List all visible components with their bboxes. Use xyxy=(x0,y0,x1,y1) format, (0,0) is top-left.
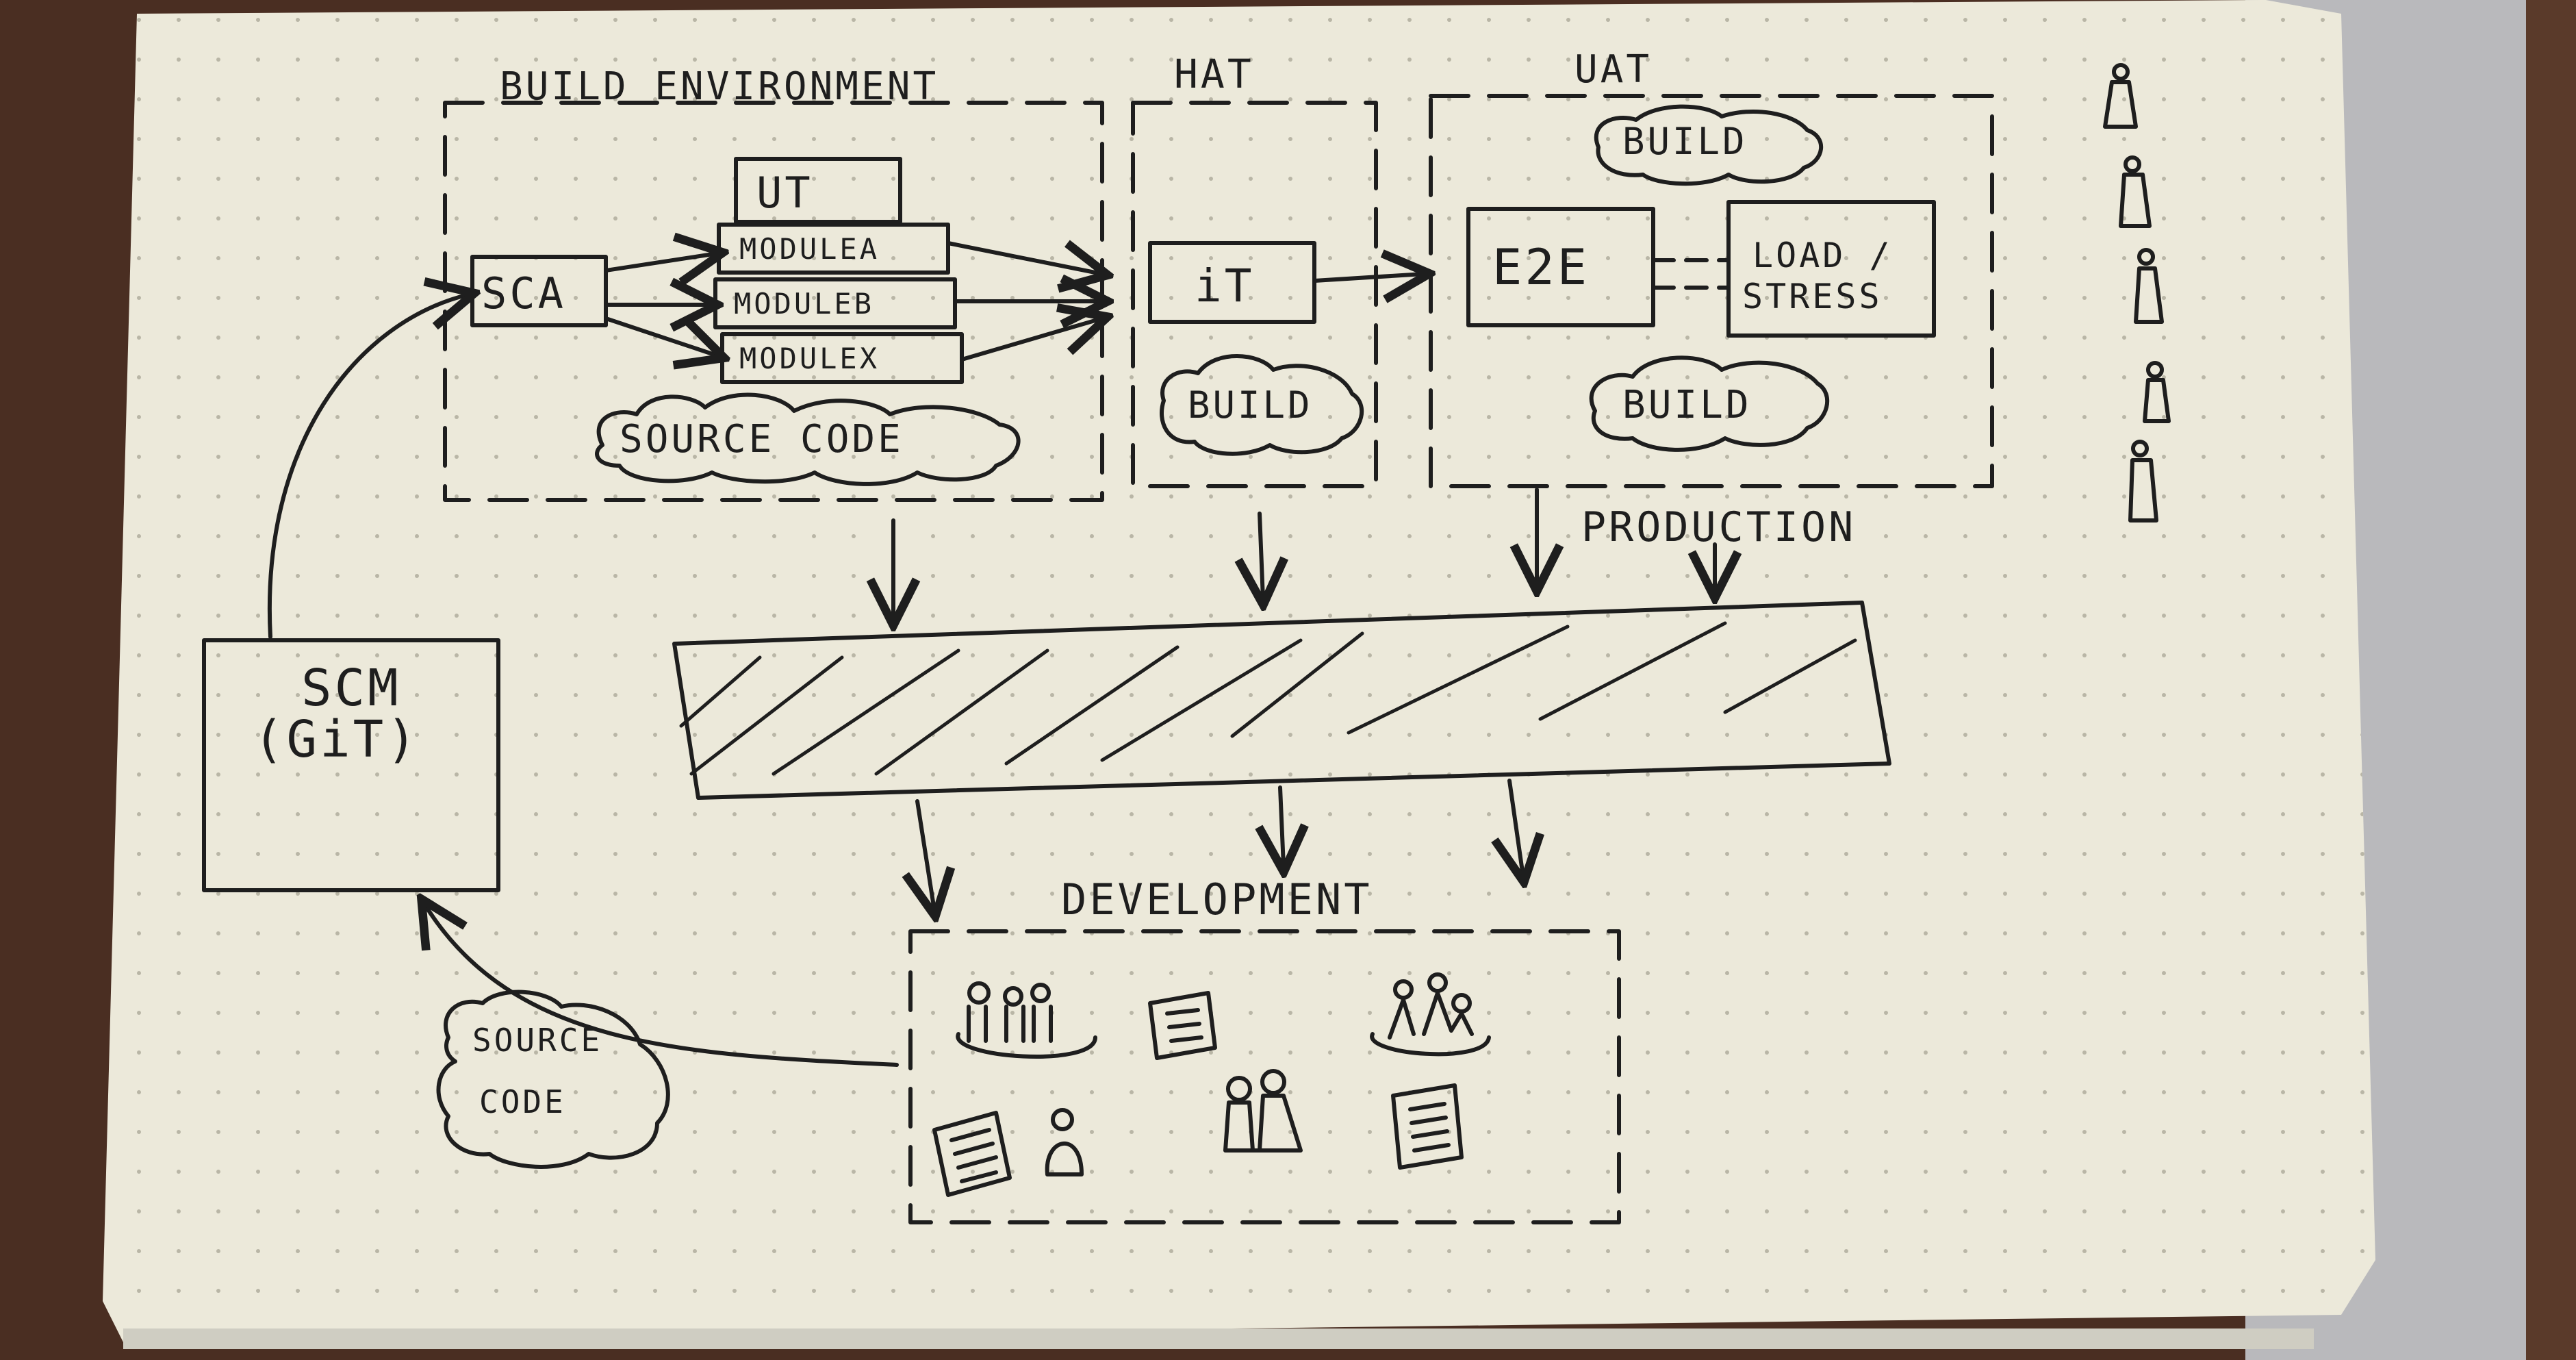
code-bottom-label: CODE xyxy=(479,1083,566,1120)
scm-label: SCM xyxy=(301,659,401,718)
cloud-build-uat-bottom xyxy=(1589,355,1830,452)
ut-box xyxy=(734,157,902,224)
e2e-box xyxy=(1466,207,1655,327)
label-hat: HAT xyxy=(1174,51,1254,97)
it-label: iT xyxy=(1195,260,1254,312)
label-development: DEVELOPMENT xyxy=(1061,874,1373,924)
label-uat: UAT xyxy=(1574,47,1652,92)
person-icon xyxy=(2143,361,2171,423)
build-environment-zone xyxy=(443,101,1104,502)
production-bar xyxy=(672,601,1891,800)
build-uat-bottom-label: BUILD xyxy=(1622,383,1752,427)
cloud-source-code-top xyxy=(595,392,1021,486)
sca-label: SCA xyxy=(481,268,566,318)
load-label: LOAD / xyxy=(1752,236,1893,275)
document-icon xyxy=(1391,1083,1464,1170)
person-icon xyxy=(2128,440,2158,522)
person-icon xyxy=(2134,248,2164,324)
scm-box xyxy=(202,638,500,892)
person-icon xyxy=(2103,63,2138,129)
person-icon xyxy=(2119,155,2152,228)
build-hat-label: BUILD xyxy=(1188,383,1313,427)
module-b-label: MODULEB xyxy=(734,287,874,320)
cloud-build-uat-top xyxy=(1594,104,1823,186)
pair-icon xyxy=(1223,1069,1303,1153)
label-build-environment: BUILD ENVIRONMENT xyxy=(500,64,939,109)
e2e-label: E2E xyxy=(1492,238,1590,296)
cloud-build-hat xyxy=(1160,354,1364,456)
document-icon xyxy=(1148,991,1217,1060)
development-zone xyxy=(908,929,1621,1224)
group-icon xyxy=(1370,972,1491,1057)
ut-label: UT xyxy=(756,168,813,218)
person-icon xyxy=(1045,1108,1084,1176)
stress-label: STRESS xyxy=(1742,277,1883,316)
hat-zone xyxy=(1131,101,1378,488)
cloud-source-code-bottom xyxy=(436,990,670,1169)
group-icon xyxy=(956,981,1097,1059)
module-a-label: MODULEA xyxy=(739,232,880,266)
module-x-label: MODULEX xyxy=(739,342,880,375)
production-hatching xyxy=(679,621,1857,776)
build-uat-top-label: BUILD xyxy=(1622,120,1748,163)
load-stress-box xyxy=(1726,200,1936,338)
source-code-top-label: SOURCE CODE xyxy=(620,417,904,462)
label-production: PRODUCTION xyxy=(1581,503,1856,551)
document-icon xyxy=(932,1111,1012,1197)
git-label: (GiT) xyxy=(253,710,420,769)
source-bottom-label: SOURCE xyxy=(472,1022,602,1059)
